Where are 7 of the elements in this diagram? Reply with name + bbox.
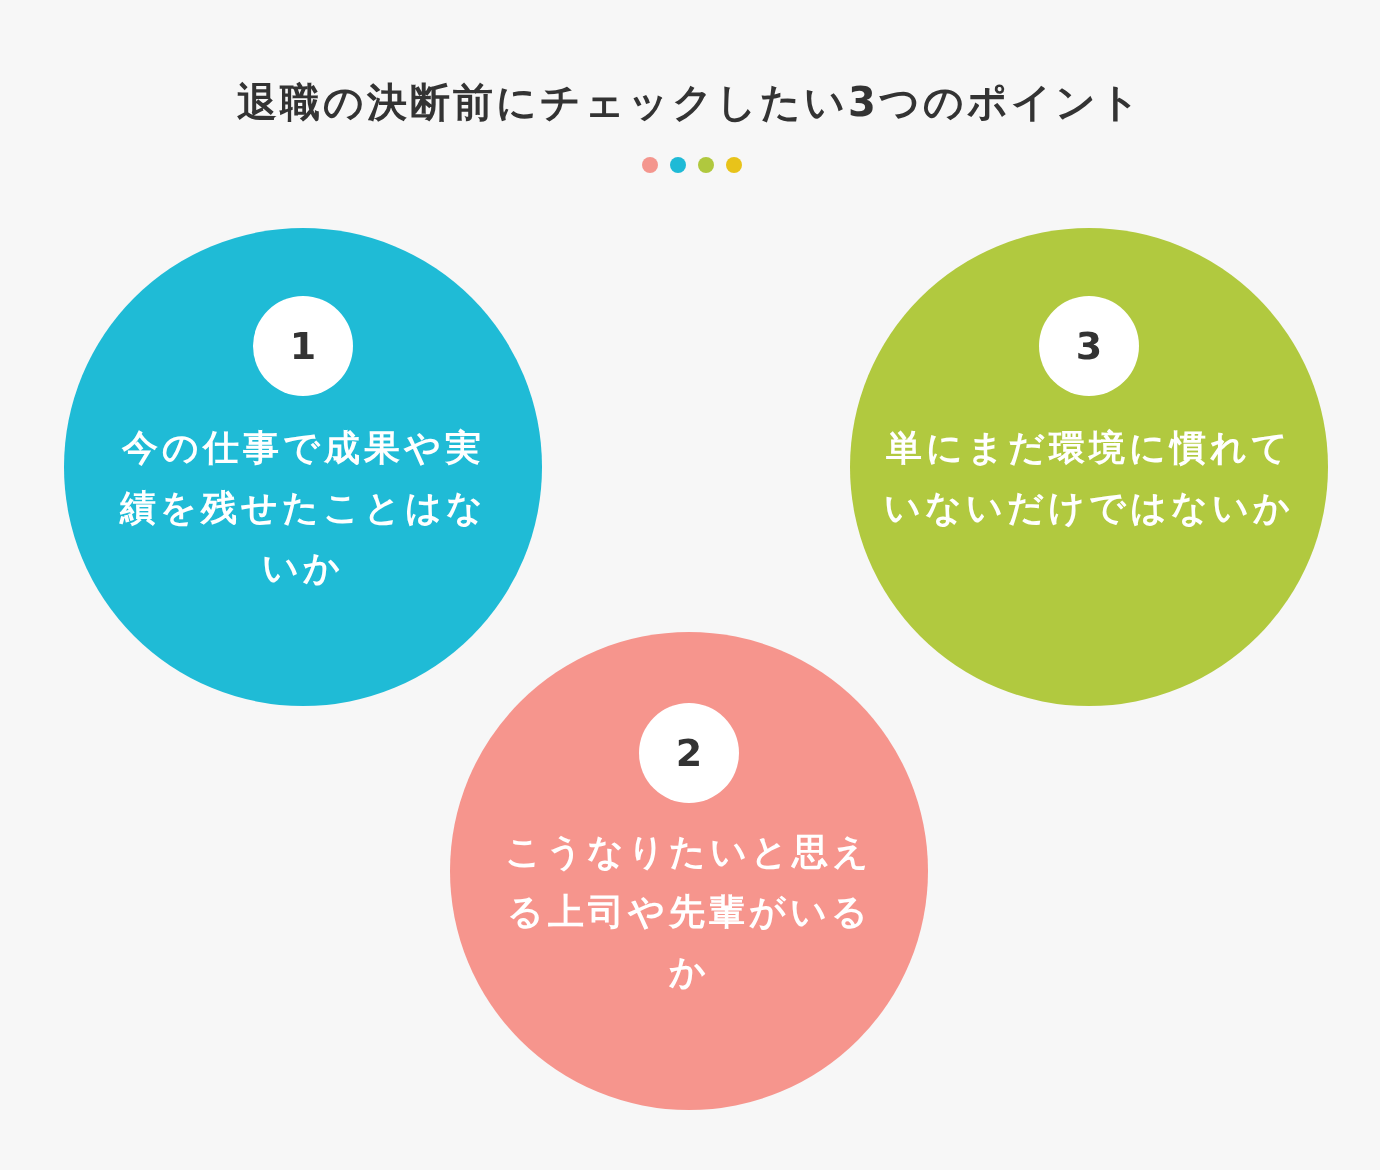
point-text: 今の仕事で成果や実績を残せたことはないか	[118, 426, 488, 590]
number-badge: 2	[639, 703, 739, 803]
number-badge: 3	[1039, 296, 1139, 396]
number-badge: 1	[253, 296, 353, 396]
point-text: こうなりたいと思える上司や先輩がいるか	[504, 830, 874, 994]
title: 退職の決断前にチェックしたい3つのポイント	[236, 78, 1144, 127]
point-text: 単にまだ環境に慣れていないだけではないか	[883, 426, 1295, 530]
